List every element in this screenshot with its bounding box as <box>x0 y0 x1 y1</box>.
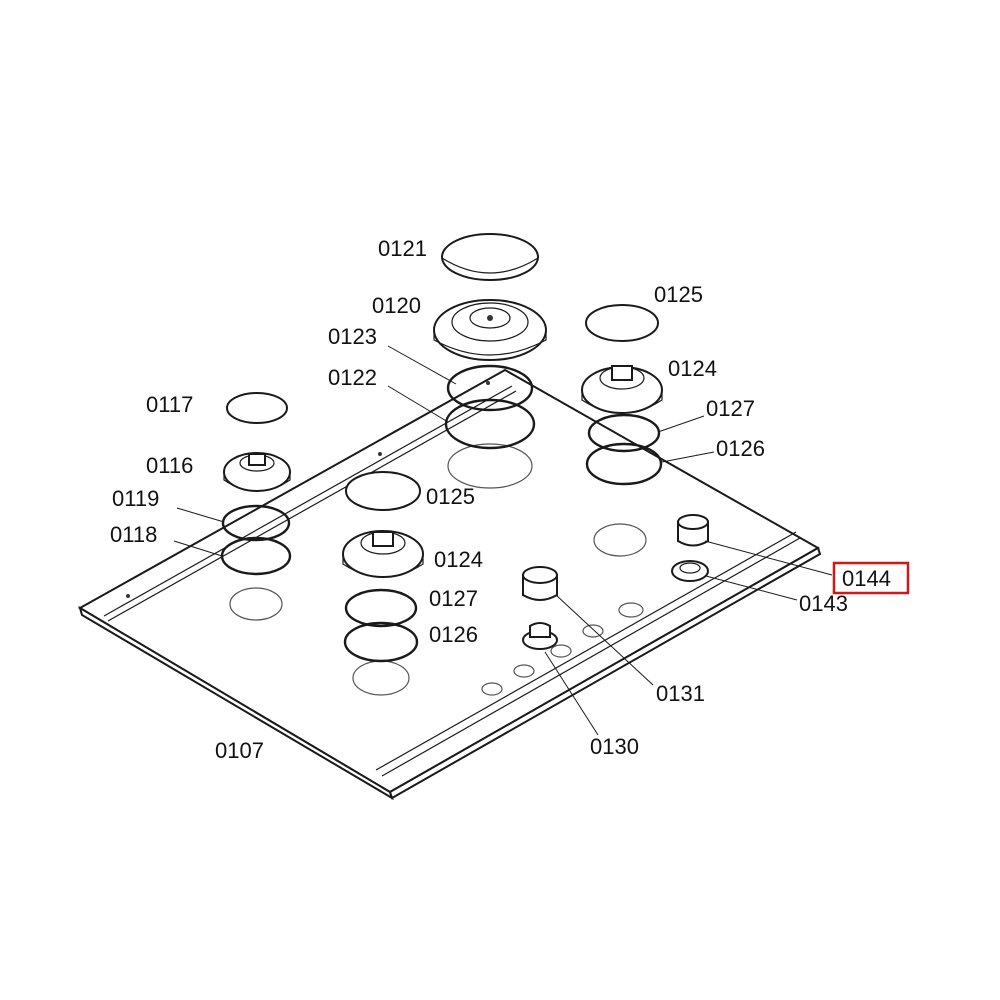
button-base-0143 <box>671 560 709 582</box>
burner-head-0124-top <box>581 365 663 414</box>
large-burner-cap-0121 <box>441 233 539 281</box>
label-0131: 0131 <box>656 681 705 706</box>
label-0122: 0122 <box>328 365 377 390</box>
label-0121: 0121 <box>378 236 427 261</box>
label-0124-top: 0124 <box>668 356 717 381</box>
cooktop-plate <box>77 368 822 801</box>
label-0123: 0123 <box>328 324 377 349</box>
knob-base-0130 <box>522 622 558 650</box>
label-0130: 0130 <box>590 734 639 759</box>
label-0117: 0117 <box>146 392 193 417</box>
small-burner-head-0116 <box>223 452 291 492</box>
label-0116: 0116 <box>146 453 193 478</box>
label-0143: 0143 <box>799 591 848 616</box>
plate-holes <box>229 443 647 696</box>
burner-cap-0125-mid <box>345 471 421 511</box>
large-burner-rings <box>444 364 536 450</box>
label-0126-top: 0126 <box>716 436 765 461</box>
knob-0131 <box>522 566 558 601</box>
label-0125-mid: 0125 <box>426 484 475 509</box>
burner-rings-top-right <box>585 413 663 486</box>
burner-head-0124-mid <box>342 530 424 578</box>
highlight-box <box>832 561 910 595</box>
leader-lines <box>173 345 833 736</box>
label-0125-top: 0125 <box>654 282 703 307</box>
part-labels: 0121 0120 0123 0122 0125 0124 0127 0126 … <box>110 236 891 763</box>
label-0118: 0118 <box>110 522 157 547</box>
burner-rings-middle <box>343 588 419 663</box>
label-0144: 0144 <box>842 566 891 591</box>
label-0127-top: 0127 <box>706 396 755 421</box>
label-0120: 0120 <box>372 293 421 318</box>
label-0119: 0119 <box>112 486 159 511</box>
label-0127-mid: 0127 <box>429 586 478 611</box>
large-burner-head-0120 <box>433 299 547 361</box>
label-0107: 0107 <box>215 738 264 763</box>
button-0144 <box>677 514 709 547</box>
label-0124-mid: 0124 <box>434 547 483 572</box>
small-burner-cap-0117 <box>226 392 288 424</box>
burner-cap-0125-top <box>585 304 659 342</box>
label-0126-mid: 0126 <box>429 622 478 647</box>
